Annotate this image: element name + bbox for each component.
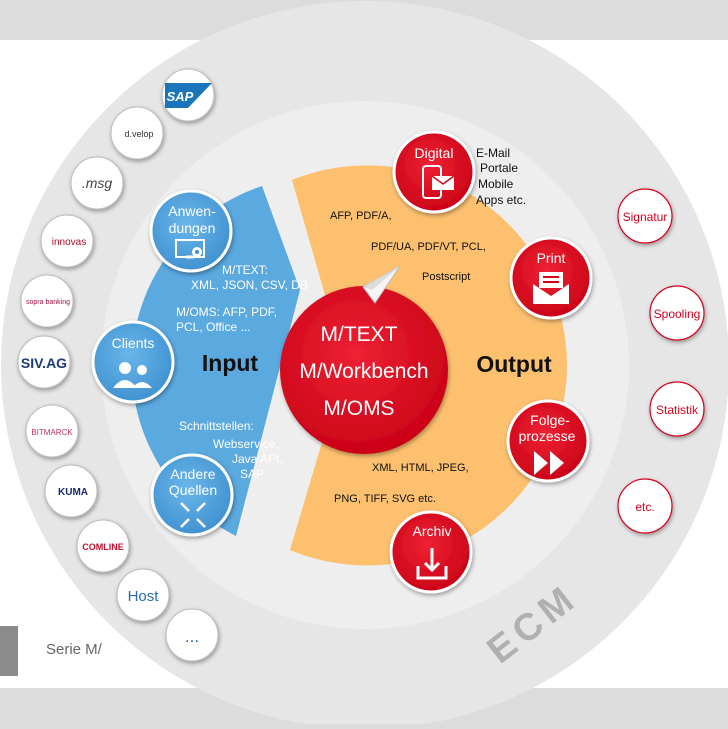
logo-host: Host (116, 568, 170, 622)
schnitt-line-1: Schnittstellen: (179, 419, 254, 433)
people-icon (113, 362, 152, 388)
logo-more: ... (165, 608, 219, 662)
digital-item-1: E-Mail (476, 146, 510, 160)
option-etc-label: etc. (635, 500, 654, 514)
logo-siv-text: SIV.AG (21, 355, 67, 371)
anwendungen-line-1: Anwen- (168, 203, 216, 219)
logo-msg: .msg (70, 156, 124, 210)
mtext-line-1: M/TEXT: (222, 263, 268, 277)
logo-innovas: innovas (40, 214, 94, 268)
logo-kuma: KUMA (44, 464, 98, 518)
mtext-line-2: XML, JSON, CSV, DB (191, 278, 308, 292)
node-anwendungen: Anwen- dungen (149, 189, 233, 273)
logo-dvelop-text: d.velop (124, 129, 153, 139)
center-line-2: M/Workbench (299, 360, 428, 383)
logo-sopra-text: sopra banking (26, 299, 70, 306)
logo-innovas-text: innovas (52, 237, 86, 248)
digital-item-4: Apps etc. (476, 193, 526, 207)
collapse-arrows-icon (180, 502, 206, 528)
paper-plane-icon (362, 265, 401, 304)
monitor-gear-icon (175, 239, 205, 259)
option-signatur-label: Signatur (623, 210, 668, 224)
center-line-3: M/OMS (323, 397, 394, 420)
option-statistik-label: Statistik (656, 403, 699, 417)
folge-line-1: Folge- (530, 412, 570, 428)
andere-line-2: Quellen (169, 482, 217, 498)
logo-dvelop: d.velop (110, 106, 164, 160)
logo-comline-text: COMLINE (82, 542, 124, 552)
digital-item-2: Portale (480, 161, 518, 175)
footer-tab (0, 626, 18, 676)
node-andere-quellen: Andere Quellen (150, 453, 234, 537)
logo-siv: SIV.AG (17, 335, 71, 389)
node-clients: Clients (91, 320, 175, 404)
footer-label: Serie M/ (46, 641, 102, 658)
formats-line-4: XML, HTML, JPEG, (372, 462, 469, 474)
input-segment (131, 186, 300, 536)
schnitt-line-3: Java API, (232, 452, 283, 466)
input-label: Input (202, 350, 259, 376)
download-tray-icon (416, 548, 448, 580)
logo-kuma-text: KUMA (58, 487, 88, 498)
node-digital: Digital (392, 130, 476, 214)
moms-line-2: PCL, Office ... (176, 320, 250, 334)
center-line-1: M/TEXT (321, 323, 398, 346)
option-spooling: Spooling (649, 285, 705, 341)
option-signatur: Signatur (617, 188, 673, 244)
logo-host-text: Host (128, 588, 160, 605)
output-label: Output (476, 351, 552, 377)
andere-line-1: Andere (170, 466, 215, 482)
anwendungen-line-2: dungen (169, 220, 216, 236)
schnitt-line-2: Webservice, (213, 437, 279, 451)
formats-line-1: AFP, PDF/A, (330, 210, 392, 222)
option-etc: etc. (617, 478, 673, 534)
logo-msg-text: .msg (82, 175, 113, 191)
center-circle (280, 286, 448, 454)
node-folgeprozesse: Folge- prozesse (506, 399, 590, 483)
formats-line-5: PNG, TIFF, SVG etc. (334, 493, 436, 505)
folge-line-2: prozesse (519, 428, 576, 444)
node-archiv: Archiv (389, 510, 473, 594)
logo-comline: COMLINE (76, 519, 130, 573)
schnitt-line-4: SAP (240, 467, 264, 481)
letter-envelope-icon (533, 272, 569, 304)
logo-bitmarck: BITMARCK (25, 404, 79, 458)
clients-label: Clients (112, 335, 155, 351)
archiv-label: Archiv (413, 523, 452, 539)
formats-line-2: PDF/UA, PDF/VT, PCL, (371, 241, 486, 253)
logo-bitmarck-text: BITMARCK (31, 428, 73, 437)
fast-forward-icon (534, 451, 564, 475)
moms-line-1: M/OMS: AFP, PDF, (176, 305, 277, 319)
logo-sopra: sopra banking (20, 274, 74, 328)
logo-sap-text: SAP (167, 89, 194, 104)
digital-label: Digital (415, 145, 454, 161)
digital-item-3: Mobile (478, 177, 514, 191)
formats-line-3: Postscript (422, 271, 470, 283)
mobile-mail-icon (422, 165, 455, 199)
node-print: Print (509, 236, 593, 320)
print-label: Print (537, 250, 566, 266)
logo-more-text: ... (185, 627, 199, 646)
option-statistik: Statistik (649, 381, 705, 437)
logo-sap: SAP (161, 68, 215, 122)
option-spooling-label: Spooling (654, 307, 701, 321)
